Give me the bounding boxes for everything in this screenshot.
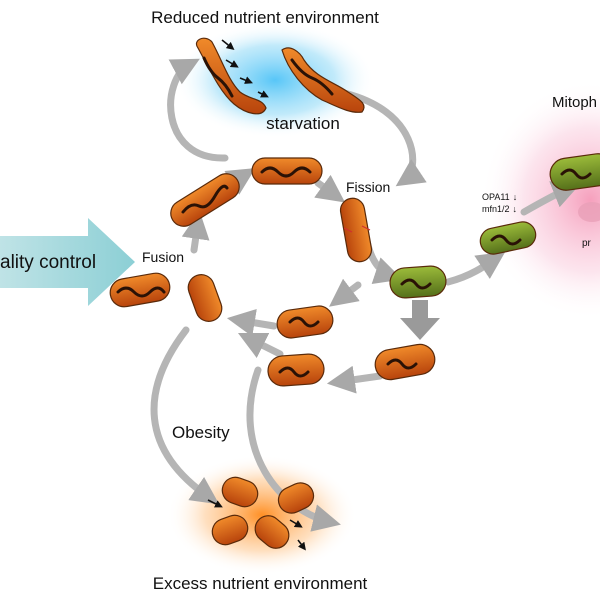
mitophagy-label: Mitoph bbox=[552, 94, 597, 111]
mito-fragment-1 bbox=[221, 476, 259, 508]
mito-fusion-right bbox=[187, 274, 223, 322]
mito-top bbox=[251, 157, 323, 185]
down-arrow-icon: ↓ bbox=[513, 204, 518, 214]
quality-control-arrow bbox=[0, 218, 135, 306]
cristae bbox=[116, 56, 592, 378]
fission-pinch bbox=[343, 225, 371, 233]
mito-fusion-left bbox=[109, 272, 171, 308]
pr-label: pr bbox=[582, 238, 592, 249]
opa1-label: OPA11↓ bbox=[482, 192, 517, 202]
mfn-label: mfn1/2↓ bbox=[482, 204, 517, 214]
bottom-title: Excess nutrient environment bbox=[153, 574, 368, 593]
starvation-arrows bbox=[207, 39, 306, 551]
obesity-label: Obesity bbox=[172, 423, 230, 442]
mito-fragment-3 bbox=[211, 514, 249, 546]
mito-bottom-right bbox=[374, 343, 436, 381]
mito-bottom-left bbox=[267, 353, 325, 387]
starvation-glow bbox=[175, 22, 375, 138]
top-title: Reduced nutrient environment bbox=[151, 8, 379, 27]
to-degradation-arrow bbox=[400, 300, 440, 340]
mito-fission-dividing bbox=[339, 197, 373, 263]
mito-fragment-2 bbox=[277, 482, 315, 514]
mito-elongated-2 bbox=[281, 47, 365, 113]
mito-damaged-1 bbox=[389, 265, 447, 299]
mito-damaged-2 bbox=[479, 221, 537, 255]
quality-control-label: ality control bbox=[0, 252, 96, 273]
mito-fragment-4 bbox=[254, 515, 290, 549]
down-arrow-icon: ↓ bbox=[513, 192, 518, 202]
mito-left-upper bbox=[170, 173, 240, 227]
fusion-label: Fusion bbox=[142, 249, 184, 265]
fission-label: Fission bbox=[346, 179, 390, 195]
mitochondria bbox=[109, 37, 600, 549]
mito-mitophagy bbox=[549, 153, 600, 191]
starvation-label: starvation bbox=[266, 114, 340, 133]
mito-elongated-1 bbox=[195, 37, 267, 115]
lysosome-blob bbox=[578, 202, 600, 222]
